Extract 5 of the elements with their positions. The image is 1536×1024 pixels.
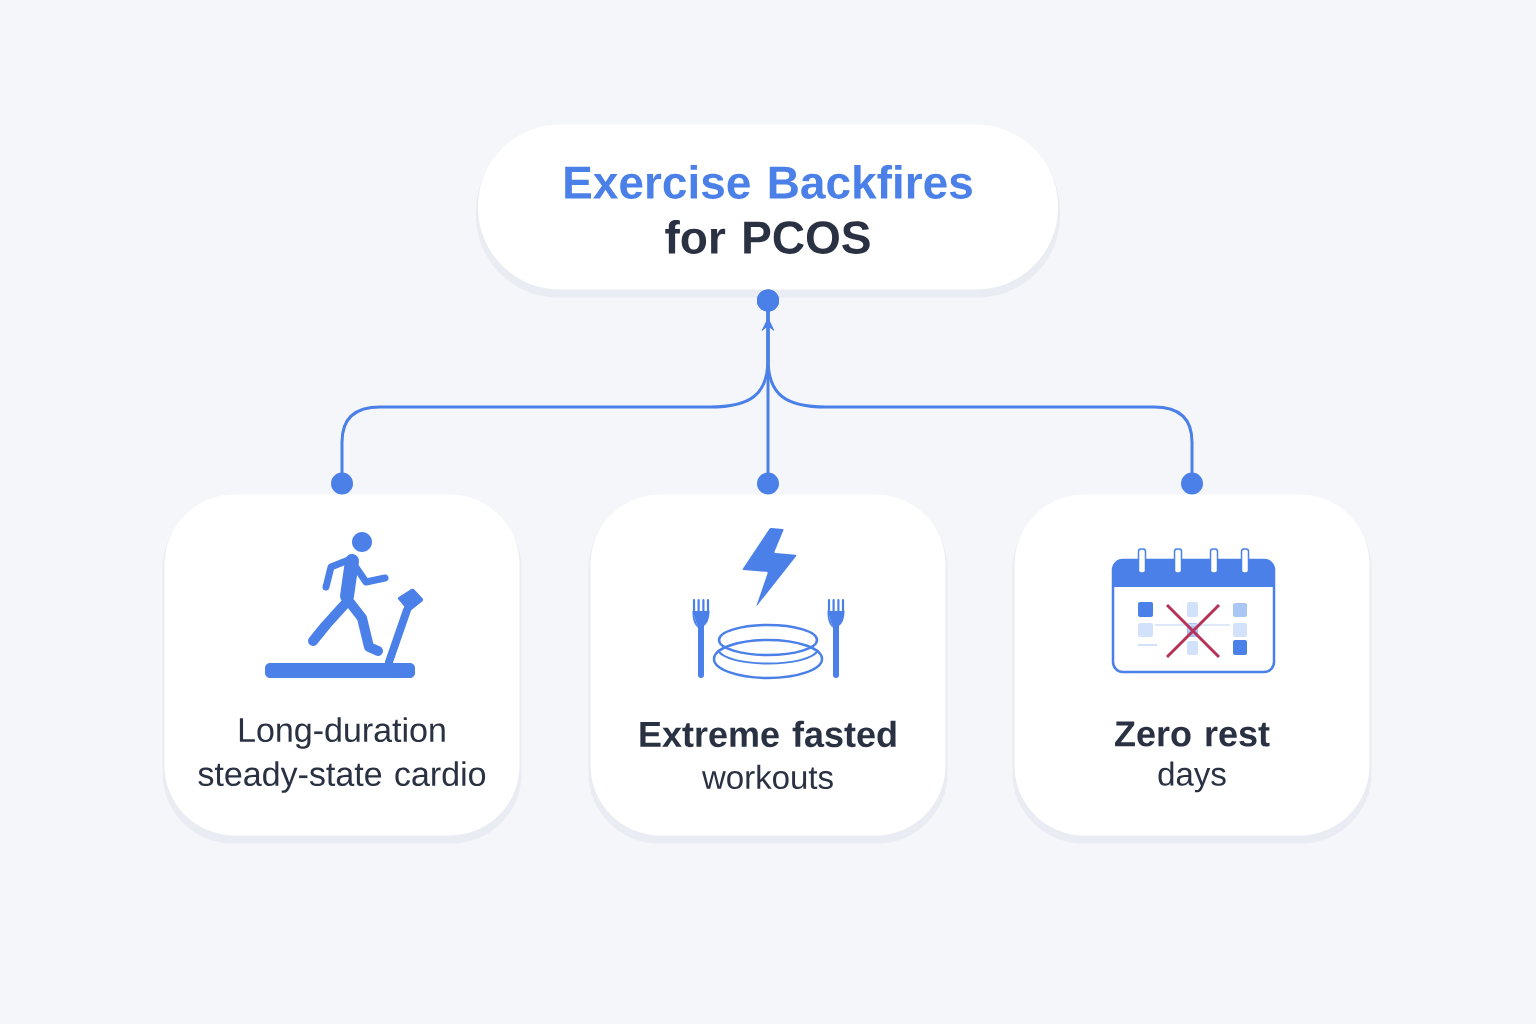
title-box: Exercise Backfires for PCOS (476, 124, 1060, 298)
connector-arrow (757, 289, 1203, 495)
card: Long-duration steady-state cardio (162, 494, 522, 844)
card: Extreme fasted workouts (588, 494, 948, 844)
card: Zero rest days (1012, 494, 1372, 844)
